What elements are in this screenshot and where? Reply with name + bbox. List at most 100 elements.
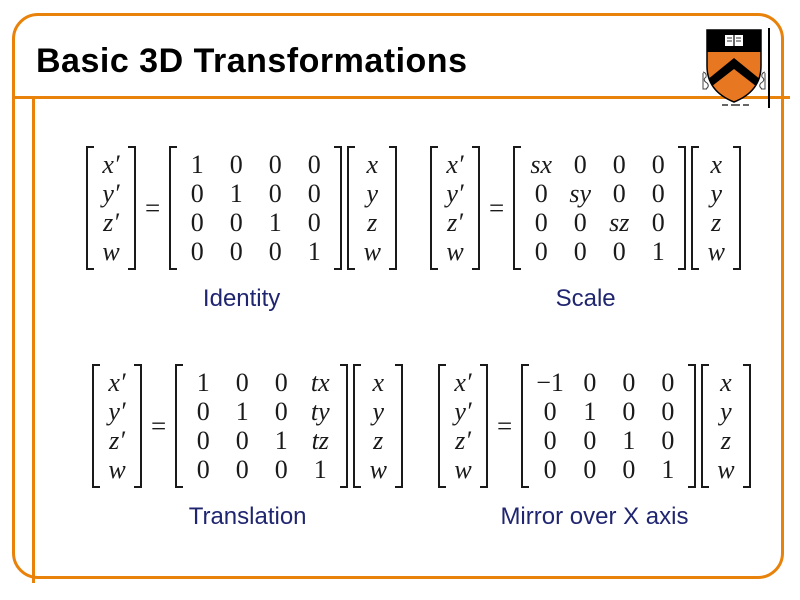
matrix-cell: 0 [229, 237, 243, 266]
matrix-cell: y [366, 179, 378, 208]
left-bracket [691, 146, 700, 270]
matrix-cell: 0 [235, 368, 249, 397]
matrix-cell: tz [311, 426, 329, 455]
matrix-cell: 0 [543, 455, 557, 484]
left-bracket [700, 364, 709, 488]
right-bracket [395, 364, 404, 488]
matrix-cell: 1 [583, 397, 597, 426]
matrix-cell: 0 [622, 455, 636, 484]
right-bracket [687, 364, 696, 488]
lhs-vector: x′y′z′w [430, 146, 480, 270]
right-bracket [472, 146, 480, 270]
matrix-cell: tx [310, 368, 330, 397]
left-bracket [438, 364, 446, 488]
matrix-cell: 0 [651, 208, 665, 237]
left-accent-line [32, 96, 35, 583]
matrix-cell: w [363, 237, 381, 266]
matrix-cell: y′ [102, 179, 120, 208]
matrix-cell: 0 [268, 237, 282, 266]
matrix-cell: 1 [661, 455, 675, 484]
matrix-cell: 0 [583, 368, 597, 397]
equals-sign: = [489, 192, 505, 223]
matrix-cell: 0 [235, 455, 249, 484]
matrix-cell: 0 [651, 150, 665, 179]
matrix-cell: 0 [196, 397, 210, 426]
matrix-cell: 0 [229, 150, 243, 179]
matrix-cell: 0 [661, 368, 675, 397]
matrix-cell: 1 [651, 237, 665, 266]
matrix-cells: x′y′z′w [446, 364, 480, 488]
matrix-cell: 0 [612, 150, 626, 179]
matrix-cell: 0 [622, 397, 636, 426]
matrix-cell: 1 [307, 237, 321, 266]
matrix-cells: x′y′z′w [94, 146, 128, 270]
matrix-cell: 0 [612, 179, 626, 208]
right-bracket [334, 146, 343, 270]
left-bracket [430, 146, 438, 270]
matrix-cell: 0 [661, 426, 675, 455]
matrix-cell: y [720, 397, 732, 426]
right-bracket [340, 364, 349, 488]
matrix-cell: z′ [103, 208, 119, 237]
left-bracket [92, 364, 100, 488]
left-bracket [169, 146, 178, 270]
matrix-cell: 0 [268, 179, 282, 208]
lhs-vector: x′y′z′w [438, 364, 488, 488]
matrix-cell: 0 [583, 455, 597, 484]
matrix-cell: 0 [190, 179, 204, 208]
matrix-cell: 0 [307, 179, 321, 208]
matrix-cell: 0 [274, 368, 288, 397]
matrix-cell: w [717, 455, 735, 484]
matrix-cell: z [373, 426, 384, 455]
matrix-cell: 0 [190, 208, 204, 237]
right-bracket [389, 146, 398, 270]
matrix-cell: y′ [454, 397, 472, 426]
matrix-cell: w [369, 455, 387, 484]
matrix-cell: 0 [274, 397, 288, 426]
matrix-cell: z′ [109, 426, 125, 455]
right-bracket [678, 146, 687, 270]
matrix-cell: z [711, 208, 722, 237]
matrix-cell: 0 [651, 179, 665, 208]
right-bracket [480, 364, 488, 488]
matrix-cell: x′ [454, 368, 472, 397]
equals-sign: = [151, 410, 167, 441]
matrix-cell: 0 [573, 208, 587, 237]
matrix-cell: 0 [534, 179, 548, 208]
matrix-cell: 0 [622, 368, 636, 397]
matrix-cell: y [372, 397, 384, 426]
matrix-cell: 1 [622, 426, 636, 455]
matrix-cell: w [454, 455, 472, 484]
matrix-cell: sx [530, 150, 553, 179]
matrix-cell: 0 [307, 150, 321, 179]
matrix-cell: x′ [446, 150, 464, 179]
slide-border [12, 13, 784, 579]
matrix-cell: z′ [455, 426, 471, 455]
matrix-cell: 0 [612, 237, 626, 266]
princeton-shield-icon [700, 26, 772, 110]
left-bracket [353, 364, 362, 488]
page-title: Basic 3D Transformations [36, 42, 468, 80]
left-bracket [347, 146, 356, 270]
matrix-cell: x [710, 150, 722, 179]
matrix-cell: 1 [235, 397, 249, 426]
matrix-cell: 1 [190, 150, 204, 179]
